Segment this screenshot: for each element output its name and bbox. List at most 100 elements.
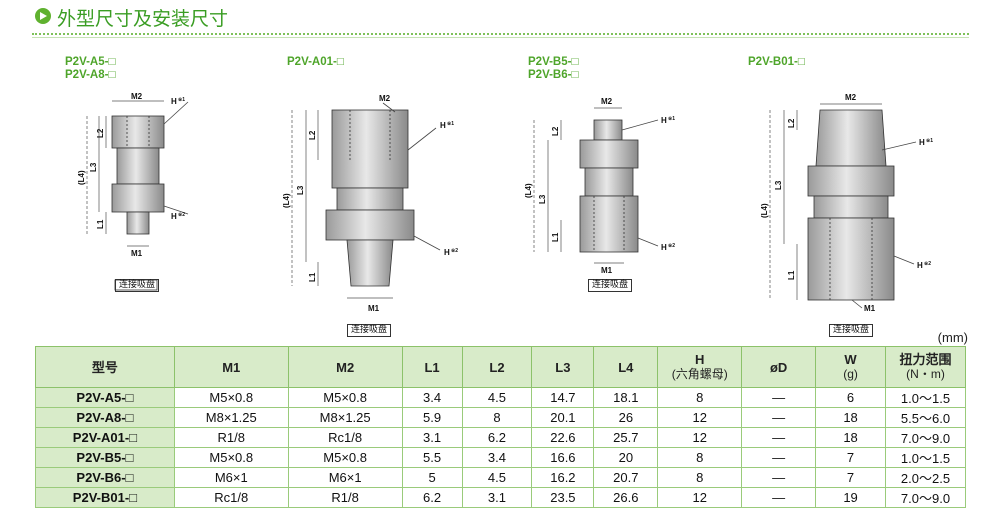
dim-l1: L1 <box>787 270 796 280</box>
table-cell: 12 <box>657 427 743 448</box>
drawing-label: P2V-A5-□P2V-A8-□ <box>65 56 116 81</box>
table-cell: 20.7 <box>593 467 659 488</box>
table-cell: 3.4 <box>401 387 463 408</box>
table-cell: 6.2 <box>401 487 463 508</box>
drawing-label: P2V-B01-□ <box>748 56 805 68</box>
col-w: W(g) <box>815 346 886 388</box>
table-cell: 20.1 <box>531 407 595 428</box>
table-cell: 8 <box>657 387 743 408</box>
table-cell: M5×0.8 <box>173 387 289 408</box>
col-d: øD <box>741 346 817 388</box>
table-cell: M8×1.25 <box>173 407 289 428</box>
dim-m1: M1 <box>131 249 143 258</box>
dim-l2: L2 <box>551 126 560 136</box>
table-cell: — <box>741 467 817 488</box>
table-cell: Rc1/8 <box>173 487 289 508</box>
table-cell: 20 <box>593 447 659 468</box>
table-cell: 3.4 <box>461 447 533 468</box>
dim-h2-sup: ※2 <box>668 242 675 249</box>
model-cell: P2V-B6-□ <box>35 467 175 488</box>
dim-h1: H <box>661 116 667 125</box>
dim-l2: L2 <box>308 130 317 140</box>
table-cell: 1.0～1.5 <box>885 387 966 408</box>
dim-l3: L3 <box>296 185 305 195</box>
table-cell: 14.7 <box>531 387 595 408</box>
section-header: 外型尺寸及安装尺寸 <box>0 0 1000 38</box>
table-cell: 5.9 <box>401 407 463 428</box>
table-cell: R1/8 <box>287 487 403 508</box>
dim-h2: H <box>171 212 177 221</box>
dim-h2: H <box>917 261 923 270</box>
table-cell: Rc1/8 <box>287 427 403 448</box>
col-torque: 扭力范围(N・m) <box>885 346 966 388</box>
fitting-drawing-2 <box>291 102 441 299</box>
dim-l4: (L4) <box>524 183 533 198</box>
table-cell: — <box>741 447 817 468</box>
drawing-label: P2V-B5-□P2V-B6-□ <box>528 56 579 81</box>
model-cell: P2V-A8-□ <box>35 407 175 428</box>
dim-h2: H <box>661 243 667 252</box>
table-cell: 16.6 <box>531 447 595 468</box>
dim-l2: L2 <box>787 118 796 128</box>
section-title: 外型尺寸及安装尺寸 <box>57 8 229 30</box>
model-cell: P2V-A01-□ <box>35 427 175 448</box>
dim-h2: H <box>444 248 450 257</box>
dim-h1-sup: ※1 <box>668 115 675 122</box>
table-cell: 5 <box>401 467 463 488</box>
table-cell: 19 <box>815 487 886 508</box>
col-l4: L4 <box>593 346 659 388</box>
table-header-row: 型号 M1 M2 L1 L2 L3 L4 H(六角螺母) øD W(g) 扭力范… <box>35 346 966 388</box>
drawing-caption: 连接吸盘 <box>829 324 874 337</box>
table-cell: M5×0.8 <box>173 447 289 468</box>
dim-m1: M1 <box>601 266 613 275</box>
table-cell: 2.0～2.5 <box>885 467 966 488</box>
table-cell: R1/8 <box>173 427 289 448</box>
table-cell: 26 <box>593 407 659 428</box>
drawing-caption: 连接吸盘 <box>588 279 633 292</box>
table-cell: M5×0.8 <box>287 387 403 408</box>
table-cell: — <box>741 407 817 428</box>
table-cell: 3.1 <box>461 487 533 508</box>
dim-l1: L1 <box>96 219 105 229</box>
dim-m2: M2 <box>131 92 143 101</box>
col-l1: L1 <box>401 346 463 388</box>
dim-h2-sup: ※2 <box>451 247 458 254</box>
dim-l2: L2 <box>96 128 105 138</box>
table-cell: 12 <box>657 487 743 508</box>
model-cell: P2V-A5-□ <box>35 387 175 408</box>
table-cell: — <box>741 487 817 508</box>
col-h: H(六角螺母) <box>657 346 743 388</box>
dim-l4: (L4) <box>760 203 769 218</box>
table-cell: 25.7 <box>593 427 659 448</box>
table-cell: 6.2 <box>461 427 533 448</box>
table-cell: 1.0～1.5 <box>885 447 966 468</box>
fitting-drawing-1 <box>86 100 189 291</box>
table-cell: 12 <box>657 407 743 428</box>
table-cell: M5×0.8 <box>287 447 403 468</box>
dim-h2-sup: ※2 <box>178 211 185 218</box>
dim-h1-sup: ※1 <box>178 96 185 103</box>
dimension-drawings: M2 M1 H ※1 H ※2 (L4) L3 L2 L1 M2 M1 H ※1… <box>77 92 933 313</box>
fitting-drawing-4 <box>769 103 917 309</box>
divider <box>32 37 969 38</box>
model-cell: P2V-B5-□ <box>35 447 175 468</box>
table-cell: 5.5～6.0 <box>885 407 966 428</box>
dim-h1-sup: ※1 <box>447 120 454 127</box>
table-cell: 26.6 <box>593 487 659 508</box>
model-cell: P2V-B01-□ <box>35 487 175 508</box>
dim-m2: M2 <box>601 97 613 106</box>
dim-l4: (L4) <box>282 193 291 208</box>
table-cell: 3.1 <box>401 427 463 448</box>
dim-h1: H <box>440 121 446 130</box>
col-m1: M1 <box>173 346 289 388</box>
table-cell: 18 <box>815 427 886 448</box>
col-m2: M2 <box>287 346 403 388</box>
spec-table: 型号 M1 M2 L1 L2 L3 L4 H(六角螺母) øD W(g) 扭力范… <box>35 346 966 508</box>
table-cell: 22.6 <box>531 427 595 448</box>
table-cell: 7 <box>815 447 886 468</box>
dim-h1-sup: ※1 <box>926 137 933 144</box>
dim-m1: M1 <box>368 304 380 313</box>
